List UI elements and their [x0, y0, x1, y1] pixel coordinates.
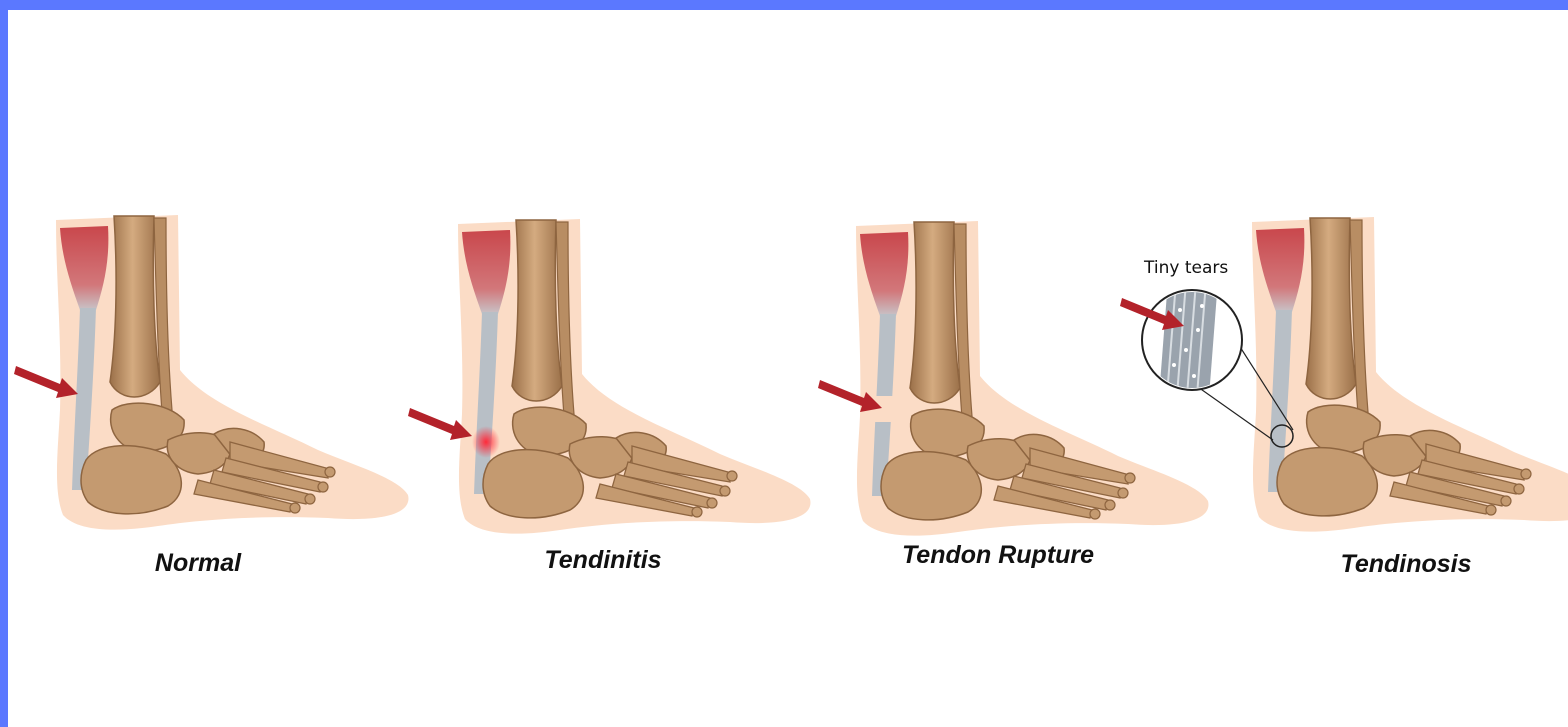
callout-label: Tiny tears — [1144, 258, 1228, 278]
foot-tendinosis — [1252, 217, 1568, 532]
foot-tendinitis — [408, 219, 810, 534]
caption-normal: Normal — [155, 549, 241, 578]
ankle-diagram — [8, 10, 1568, 727]
foot-normal — [14, 215, 408, 530]
illustration-frame: Normal Tendinitis Tendon Rupture Tendino… — [8, 10, 1568, 727]
caption-tendinosis: Tendinosis — [1340, 550, 1471, 579]
inflammation-mark — [472, 426, 500, 458]
caption-tendinitis: Tendinitis — [544, 546, 661, 575]
caption-tendon-rupture: Tendon Rupture — [902, 541, 1094, 570]
